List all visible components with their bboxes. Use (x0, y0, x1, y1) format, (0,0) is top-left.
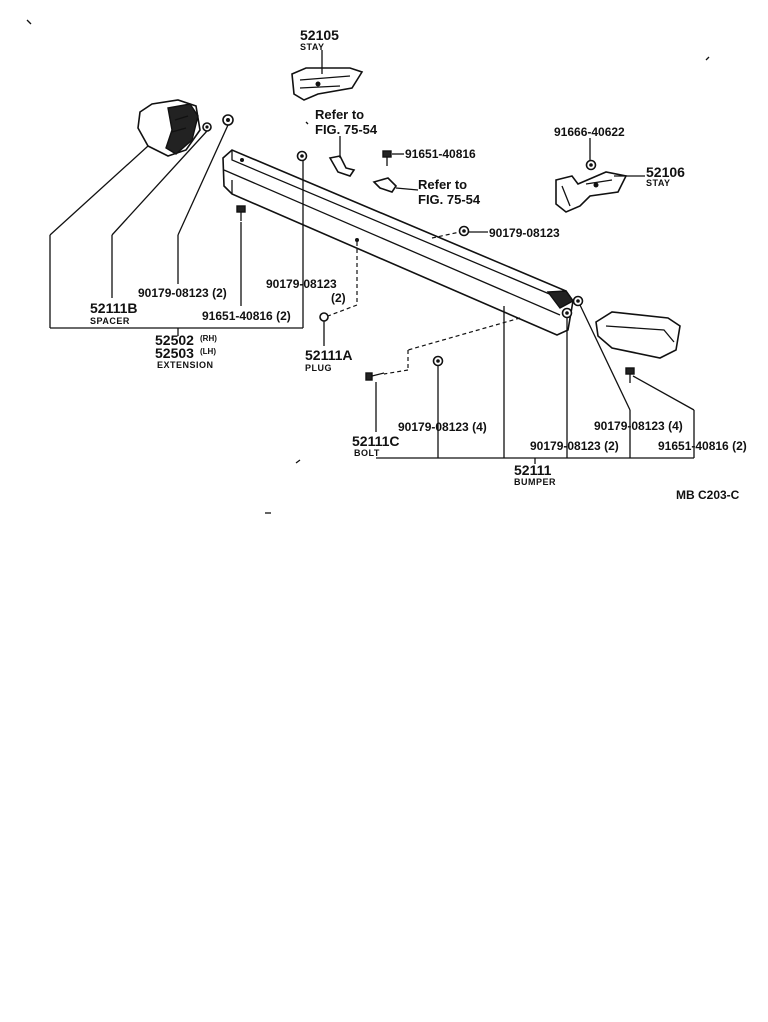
nut-icon (572, 295, 584, 307)
scan-marks (26, 19, 710, 514)
washer-icon (585, 159, 597, 171)
stay-bracket-right (555, 171, 628, 213)
bumper-caption: BUMPER (514, 477, 556, 487)
stay-right-caption: STAY (646, 178, 671, 188)
nut-left-label: 90179-08123 (2) (138, 286, 227, 300)
bolt-c-number: 52111C (352, 433, 400, 449)
nut-icon (458, 225, 470, 237)
left-extension (137, 99, 201, 157)
bolt-icon (236, 205, 246, 221)
bolt-icon (365, 372, 385, 381)
nut-icon (432, 355, 444, 367)
leader-lines (49, 50, 695, 464)
spacer-number: 52111B (90, 300, 138, 316)
extension-lh-number: 52503 (155, 345, 194, 361)
nut-icon (561, 307, 573, 319)
bolt-c-caption: BOLT (354, 448, 380, 458)
bracket-clip-mid (372, 177, 398, 193)
nut-icon (296, 150, 308, 162)
nut-mid-left-line2: (2) (331, 291, 346, 305)
nut-mid-left-line1: 90179-08123 (266, 277, 337, 291)
nut-icon (222, 114, 234, 126)
bolt-left-label: 91651-40816 (2) (202, 309, 291, 323)
plug-number: 52111A (305, 347, 353, 363)
refer-mid-line2: FIG. 75-54 (418, 192, 481, 207)
bolt-top-label: 91651-40816 (405, 147, 476, 161)
extension-rh-sup: (RH) (200, 334, 217, 343)
refer-mid-line1: Refer to (418, 177, 467, 192)
bracket-clip-top (328, 155, 356, 177)
washer-right-label: 91666-40622 (554, 125, 625, 139)
bumper-bar (222, 149, 575, 336)
stay-right-number: 52106 (646, 164, 685, 180)
nut-bottom-mid-label: 90179-08123 (2) (530, 439, 619, 453)
stay-bracket-left (291, 67, 364, 101)
bolt-bottom-right-label: 91651-40816 (2) (658, 439, 747, 453)
stay-left-number: 52105 (300, 27, 339, 43)
plug-icon (319, 312, 329, 322)
nut-bottom-right-label: 90179-08123 (4) (594, 419, 683, 433)
nut-icon (202, 122, 212, 132)
refer-top-line1: Refer to (315, 107, 364, 122)
refer-top-line2: FIG. 75-54 (315, 122, 378, 137)
extension-lh-sup: (LH) (200, 347, 216, 356)
bolt-icon (382, 150, 392, 166)
nut-bottom-label: 90179-08123 (4) (398, 420, 487, 434)
bumper-number: 52111 (514, 462, 552, 478)
right-extension (595, 311, 681, 359)
extension-caption: EXTENSION (157, 360, 214, 370)
bolt-icon (625, 367, 635, 383)
extension-rh-number: 52502 (155, 332, 194, 348)
spacer-caption: SPACER (90, 316, 130, 326)
figure-code: MB C203-C (676, 488, 740, 502)
stay-left-caption: STAY (300, 42, 325, 52)
plug-caption: PLUG (305, 363, 332, 373)
nut-center-label: 90179-08123 (489, 226, 560, 240)
